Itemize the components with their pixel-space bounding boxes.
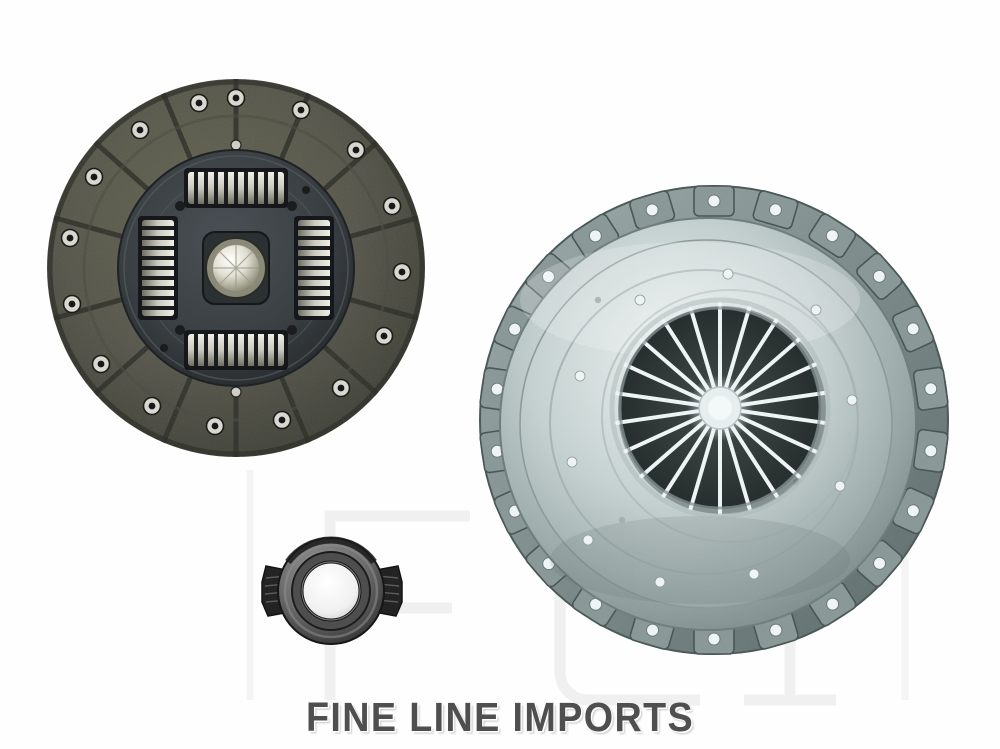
- disc-damper-springs: [138, 168, 334, 370]
- disc-hub-studs: [160, 186, 310, 352]
- disc-rivets: [60, 88, 412, 436]
- pressure-plate-cover-rivets: [566, 268, 858, 588]
- pressure-plate-bolt-holes: [490, 194, 938, 646]
- watermark-wordmark: FINE LINE IMPORTS: [305, 694, 695, 740]
- disc-splined-hub: [202, 231, 270, 305]
- diaphragm-fingers: [614, 301, 826, 515]
- diaphragm-spring: [609, 297, 831, 519]
